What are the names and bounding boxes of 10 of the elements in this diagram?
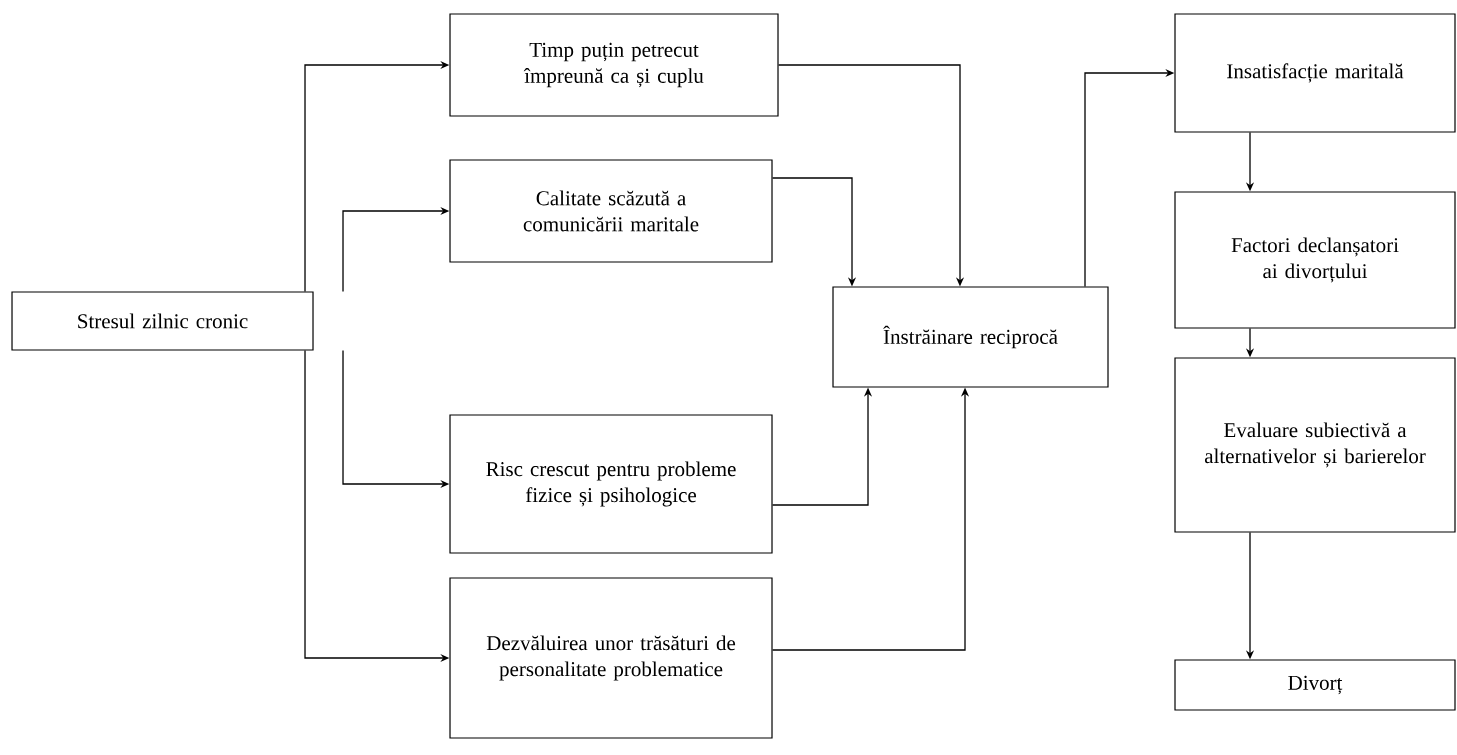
process-box: Insatisfacție maritală [1174, 13, 1456, 133]
process-box: Timp puțin petrecut împreună ca și cuplu [449, 13, 779, 117]
process-box: Risc crescut pentru probleme fizice și psihologice [449, 414, 773, 554]
process-box: Stresul zilnic cronic [11, 291, 314, 351]
process-box: Dezvăluirea unor trăsături de personalitate problematice [449, 577, 773, 739]
process-box: Înstrăinare reciprocă [832, 286, 1109, 388]
process-box: Factori declanșatori ai divorțului [1174, 191, 1456, 329]
process-box: Calitate scăzută a comunicării maritale [449, 159, 773, 263]
process-box: Divorț [1174, 659, 1456, 711]
process-box: Evaluare subiectivă a alternativelor și barierelor [1174, 357, 1456, 533]
